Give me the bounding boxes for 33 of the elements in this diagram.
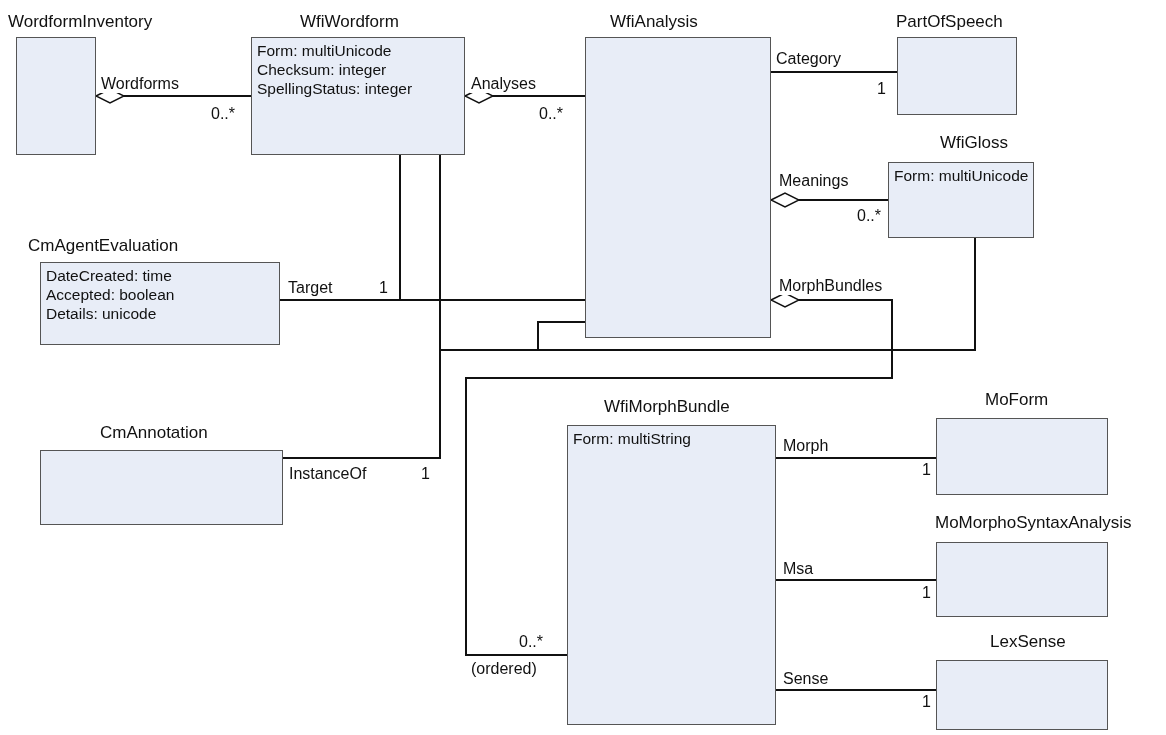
role-label: MorphBundles xyxy=(778,277,884,295)
association-line xyxy=(775,457,937,459)
class-name: WfiMorphBundle xyxy=(604,397,730,417)
association-line xyxy=(770,192,889,208)
class-name: MoMorphoSyntaxAnalysis xyxy=(935,513,1132,533)
class-name: WordformInventory xyxy=(8,12,153,32)
attribute-text: Details: unicode xyxy=(46,304,158,323)
class-name: MoForm xyxy=(985,390,1049,410)
association-line xyxy=(279,299,586,301)
class-name: CmAnnotation xyxy=(100,423,208,443)
attribute-text: SpellingStatus: integer xyxy=(257,79,414,98)
class-name: LexSense xyxy=(990,632,1066,652)
class-name: WfiAnalysis xyxy=(610,12,698,32)
class-name: WfiWordform xyxy=(300,12,399,32)
role-label: Analyses xyxy=(470,75,537,93)
attribute-text: Accepted: boolean xyxy=(46,285,176,304)
role-label: Morph xyxy=(782,437,830,455)
attribute-text: Form: multiUnicode xyxy=(894,166,1028,185)
role-label: Category xyxy=(775,50,842,68)
attribute-text: Form: multiString xyxy=(573,429,692,448)
attribute-text: Form: multiUnicode xyxy=(257,41,393,60)
association-line xyxy=(770,71,898,73)
association-line xyxy=(775,579,937,581)
association-line xyxy=(775,689,937,691)
multiplicity-label: (ordered) xyxy=(470,660,538,678)
class-name: PartOfSpeech xyxy=(896,12,1003,32)
attribute-text: Checksum: integer xyxy=(257,60,388,79)
role-label: Meanings xyxy=(778,172,850,190)
attribute-text: DateCreated: time xyxy=(46,266,173,285)
class-name: CmAgentEvaluation xyxy=(28,236,179,256)
role-label: Target xyxy=(287,279,334,297)
class-name: WfiGloss xyxy=(940,133,1008,153)
role-label: Wordforms xyxy=(100,75,180,93)
